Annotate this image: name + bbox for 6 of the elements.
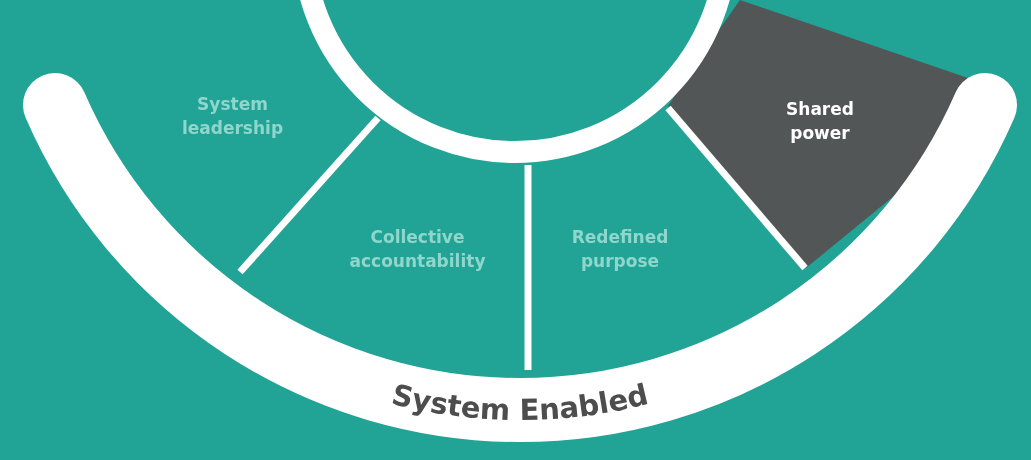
sector-label: Redefined purpose xyxy=(545,225,695,273)
band-label: System Enabled xyxy=(388,377,652,428)
sector-label: Shared power xyxy=(765,97,875,145)
arc-band xyxy=(22,73,1017,442)
sector-label: Collective accountability xyxy=(330,225,505,273)
sector-label: System leadership xyxy=(150,92,315,140)
